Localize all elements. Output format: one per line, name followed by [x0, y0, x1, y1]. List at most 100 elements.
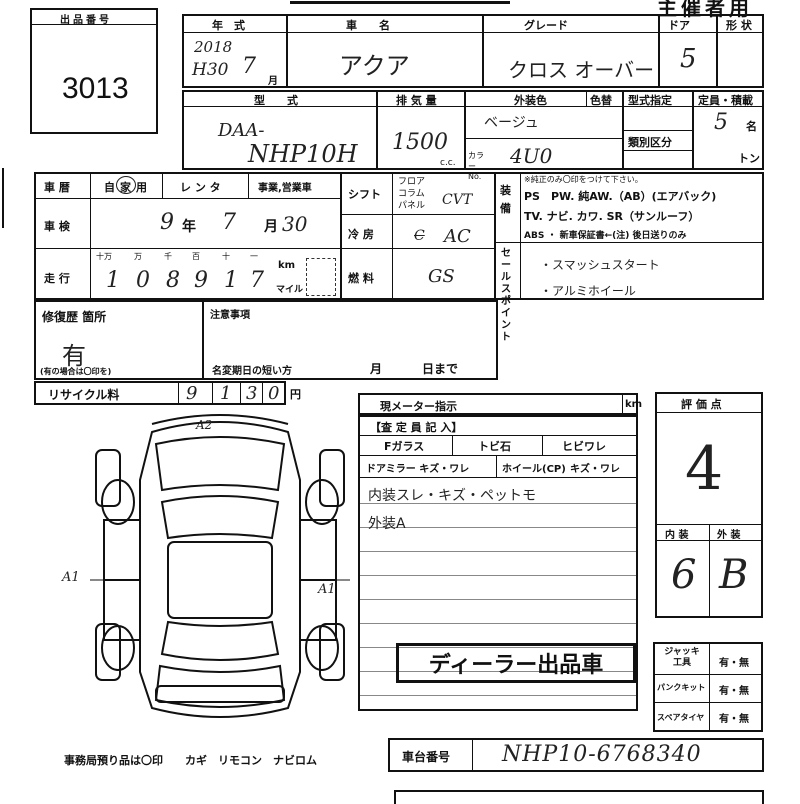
- capacity-unit: 名: [746, 120, 757, 133]
- mileage-unit-5: 一: [250, 252, 258, 261]
- recycle-label: リサイクル料: [48, 388, 120, 402]
- wheel-label: ホイール(CP): [502, 464, 566, 475]
- name-change-day: 日まで: [422, 362, 459, 376]
- mileage-label: 走 行: [44, 272, 70, 285]
- type-designation-label: 型式指定: [628, 94, 672, 107]
- inspection-month-unit: 月: [264, 219, 278, 235]
- lot-label: 出品番号: [60, 15, 112, 26]
- rating-score: 4: [685, 434, 724, 504]
- grade-label: グレード: [524, 19, 568, 32]
- repair-note: (有の場合は〇印を): [40, 367, 112, 376]
- bottom-box: [394, 790, 764, 804]
- capacity-label: 定員・積載: [698, 94, 753, 107]
- inspection-year-unit: 年: [182, 219, 196, 235]
- model-value-2: NHP10H: [248, 140, 358, 168]
- rear-right-wheel: [305, 625, 339, 671]
- kit-box: ジャッキ 工具 パンクキット スペアタイヤ 有・無 有・無 有・無: [653, 642, 763, 732]
- equip-note: ※純正のみ〇印をつけて下さい。: [524, 175, 643, 184]
- meter-label: 現メーター指示: [380, 400, 457, 413]
- row4-box: 修復歴 箇所 有 (有の場合は〇印を) 注意事項 名変期日の短い方 月 日まで: [34, 300, 498, 380]
- fuel-label: 燃 料: [348, 272, 374, 285]
- exterior-label: 外 装: [717, 530, 741, 541]
- meter-unit: km: [625, 399, 643, 410]
- grade-value: クロス オーバー: [508, 58, 655, 82]
- mileage-digit-5: 7: [250, 268, 264, 293]
- rental-label: レ ン タ: [180, 181, 221, 194]
- row1-box: 年 式 車 名 グレード ドア 形 状 2018 H30 7 月 アクア クロス…: [182, 14, 764, 88]
- right-rear-fender: [319, 623, 345, 681]
- mileage-unit-1: 万: [134, 252, 142, 261]
- name-change-label: 名変期日の短い方: [212, 366, 292, 377]
- header-top-rule: [290, 1, 510, 4]
- year-value-top: 2018: [194, 38, 233, 56]
- front-right-wheel: [305, 479, 339, 525]
- car-roof: [167, 541, 273, 619]
- name-change-month: 月: [370, 362, 383, 376]
- row3-box: 車 暦 自 家 用 レ ン タ 事業,営業車 車 検 9 年 7 月 30 走 …: [34, 172, 764, 343]
- front-left-wheel: [101, 479, 135, 525]
- lot-number: 3013: [62, 72, 129, 105]
- ton-unit: トン: [738, 152, 760, 165]
- recycle-unit: 円: [290, 388, 301, 401]
- car-body-outline: [139, 421, 301, 718]
- model-value-1: DAA-: [218, 120, 265, 141]
- chassis-label: 車台番号: [402, 750, 451, 764]
- inspection-box: 【査 定 員 記 入】 Fガラス トビ石 ヒビワレ ドアミラー キズ・ワレ ホイ…: [358, 415, 638, 711]
- jack-yes-no: 有・無: [719, 658, 749, 669]
- chassis-box: 車台番号 NHP10-6768340: [388, 738, 764, 772]
- door-mirror-label: ドアミラー キズ・ワレ: [366, 464, 470, 475]
- inspection-year: 9: [160, 210, 174, 235]
- inspection-label: 車 検: [44, 220, 70, 233]
- wheel-value: キズ・ワレ: [570, 464, 620, 475]
- sales-point-2: ・アルミホイール: [540, 284, 636, 298]
- ac-struck: C: [414, 228, 425, 244]
- car-hood: [154, 436, 286, 492]
- inspection-note-2: 外装A: [368, 516, 406, 532]
- recycle-digit-2: 3: [246, 383, 258, 404]
- displacement-label: 排 気 量: [396, 94, 437, 107]
- left-fender: [95, 449, 121, 507]
- doors-label: ドア: [668, 19, 690, 32]
- lot-box: 出品番号 3013: [30, 8, 158, 134]
- mileage-digit-1: 0: [136, 268, 150, 293]
- rear-bumper: [155, 685, 285, 703]
- model-label: 型 式: [254, 94, 298, 107]
- report-label: 【査 定 員 記 入】: [370, 421, 463, 434]
- km-label: km: [278, 260, 296, 271]
- windshield: [160, 495, 280, 540]
- exterior-value: B: [719, 552, 749, 598]
- ac-value: AC: [444, 226, 471, 247]
- mile-checkbox: [306, 258, 336, 296]
- rating-label: 評 価 点: [681, 398, 722, 411]
- exterior-color-value: ベージュ: [484, 115, 539, 131]
- doors-value: 5: [680, 44, 697, 74]
- spare-yes-no: 有・無: [719, 714, 749, 725]
- left-edge-mark: [2, 168, 4, 228]
- puncture-yes-no: 有・無: [719, 686, 749, 697]
- year-month: 7: [242, 54, 256, 79]
- year-value-era: H30: [192, 60, 229, 80]
- rear-left-wheel: [101, 625, 135, 671]
- history-label: 車 暦: [44, 181, 70, 194]
- shape-label: 形 状: [726, 19, 752, 32]
- sales-point-1: ・スマッシュスタート: [540, 258, 660, 272]
- displacement-unit: c.c.: [440, 158, 456, 168]
- mileage-unit-4: 十: [222, 252, 230, 261]
- capacity-value: 5: [714, 110, 728, 135]
- sales-point-label: セールスポイント: [501, 248, 511, 343]
- repair-label: 修復歴 箇所: [42, 310, 107, 324]
- mileage-digit-4: 1: [224, 268, 238, 293]
- mileage-unit-0: 十万: [96, 252, 112, 261]
- shift-option-panel: パネル: [398, 201, 426, 211]
- dealer-stamp: ディーラー出品車: [396, 643, 636, 683]
- car-name-label: 車 名: [346, 19, 390, 32]
- fuel-value: GS: [428, 266, 455, 287]
- repair-value: 有: [62, 342, 86, 370]
- shift-option-column: コラム: [398, 189, 425, 199]
- displacement-value: 1500: [392, 130, 448, 155]
- equip-label: 装 備: [500, 184, 511, 215]
- exterior-color-label: 外装色: [514, 94, 547, 107]
- history-circle-mark: [116, 176, 136, 194]
- business-label: 事業,営業車: [258, 183, 312, 194]
- inspection-day: 30: [282, 212, 308, 236]
